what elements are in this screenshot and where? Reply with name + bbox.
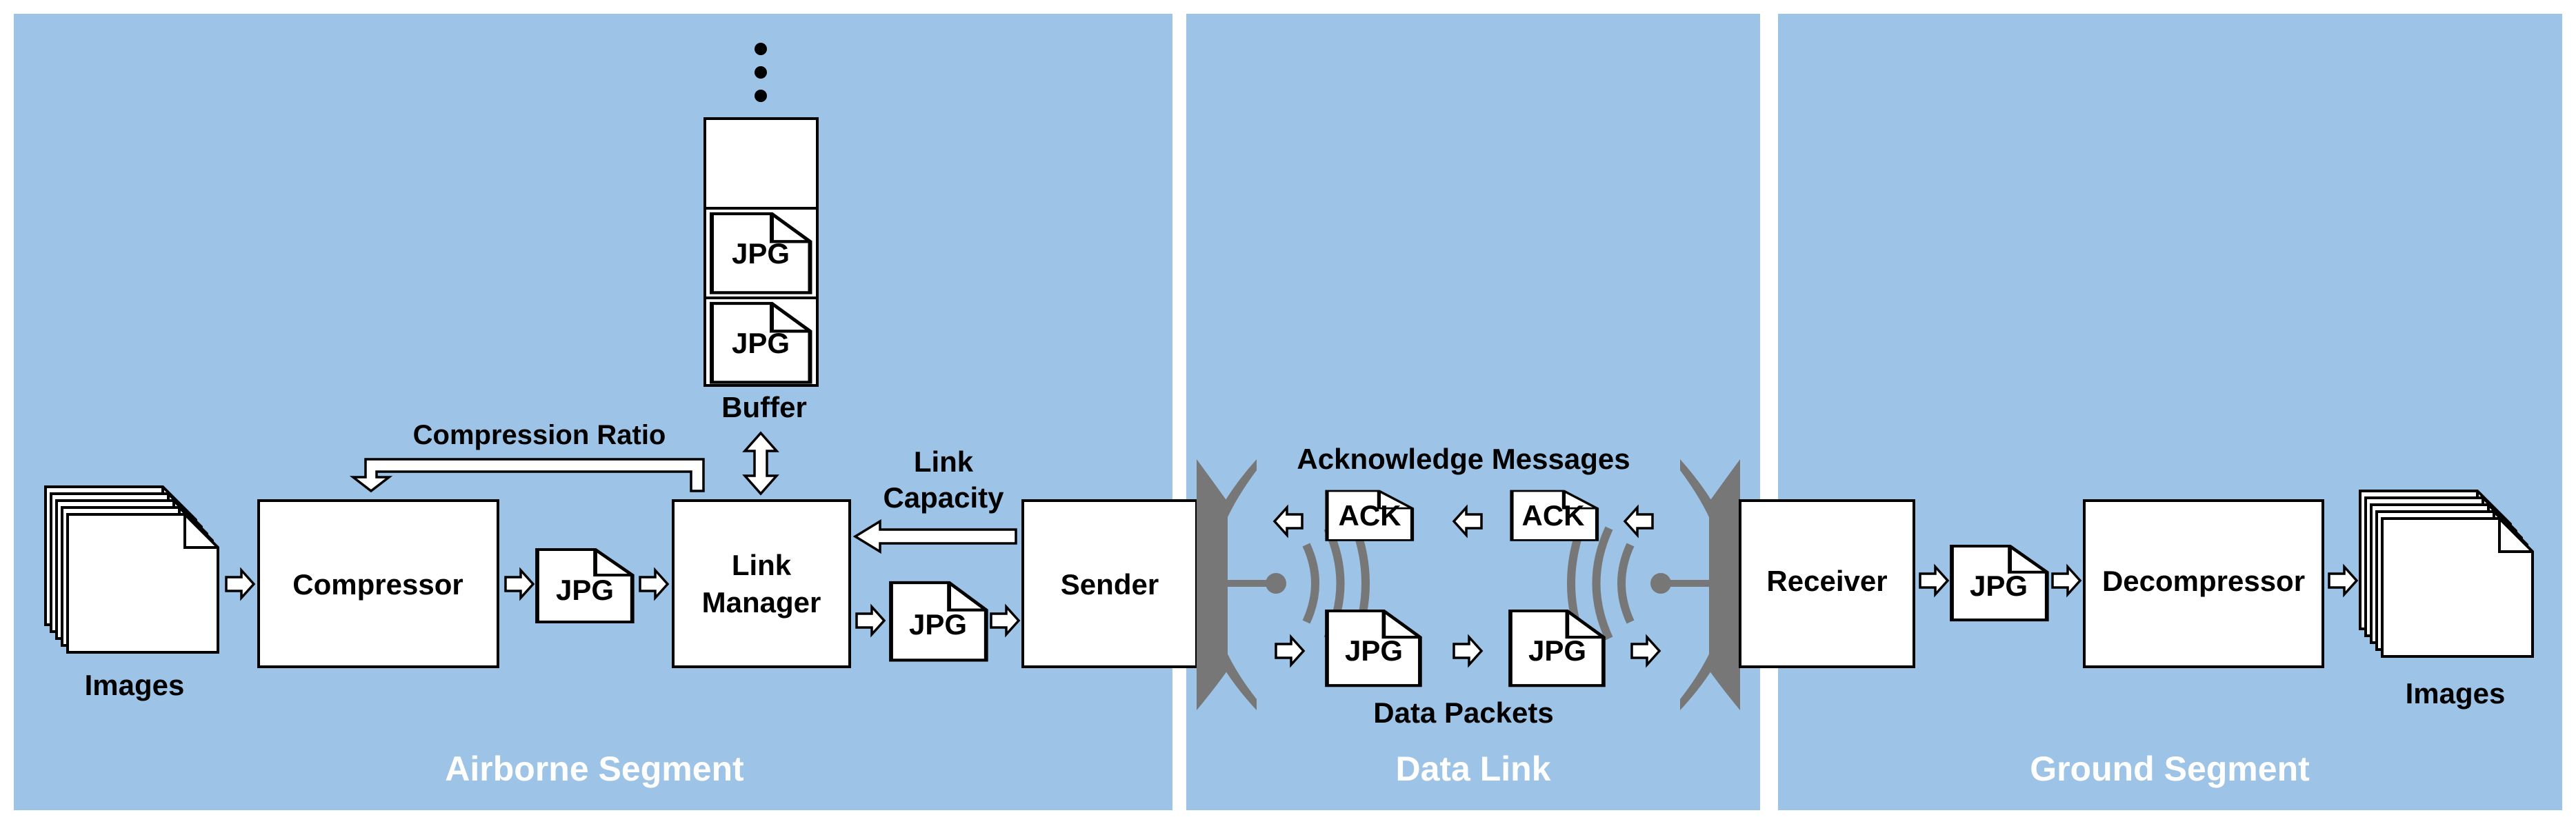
compressor-label: Compressor [292,568,463,601]
ground-segment-title: Ground Segment [2030,750,2310,788]
buffer-jpg-label: JPG [732,237,790,270]
receiver-label: Receiver [1766,565,1887,597]
link-capacity-label-line1: Link [914,445,974,478]
airborne-segment-title: Airborne Segment [445,750,744,788]
link-manager-block [672,499,851,668]
buffer-jpg-label: JPG [732,327,790,359]
compressor-block [257,499,499,668]
ground-segment-panel [1778,14,2562,810]
compression-ratio-feedback-arrow [349,458,705,493]
jpg-label: JPG [556,574,614,606]
link-capacity-arrow [852,519,1017,554]
data-link-title: Data Link [1395,750,1550,788]
jpg-label: JPG [909,608,967,641]
link-manager-label-line1: Link [732,549,792,581]
ellipsis-dot [755,43,767,55]
ellipsis-dot [755,90,767,102]
sender-block [1021,499,1198,668]
link-capacity-label-line2: Capacity [883,481,1004,514]
link-manager-label-line2: Manager [702,586,821,619]
receiver-block [1739,499,1915,668]
buffer-label: Buffer [721,391,807,423]
jpg-packet-label: JPG [1528,634,1586,667]
images-out-label: Images [2406,677,2506,710]
ack-label: ACK [1339,499,1401,532]
data-link-panel [1186,14,1760,810]
decompressor-block [2083,499,2324,668]
sender-label: Sender [1061,568,1159,601]
decompressor-label: Decompressor [2102,565,2305,597]
data-packets-label: Data Packets [1373,696,1554,729]
jpg-packet-label: JPG [1345,634,1403,667]
images-in-label: Images [85,669,185,701]
ellipsis-dot [755,66,767,79]
ack-label: ACK [1522,499,1585,532]
input-images-stack [44,485,219,654]
compression-ratio-label: Compression Ratio [413,420,666,450]
airborne-segment-panel [14,14,1172,810]
acknowledge-messages-label: Acknowledge Messages [1297,443,1630,475]
buffer-link-manager-double-arrow [742,431,779,496]
receiver-antenna-icon [1567,459,1740,710]
output-images-stack [2359,490,2534,658]
jpg-label: JPG [1970,570,2028,602]
